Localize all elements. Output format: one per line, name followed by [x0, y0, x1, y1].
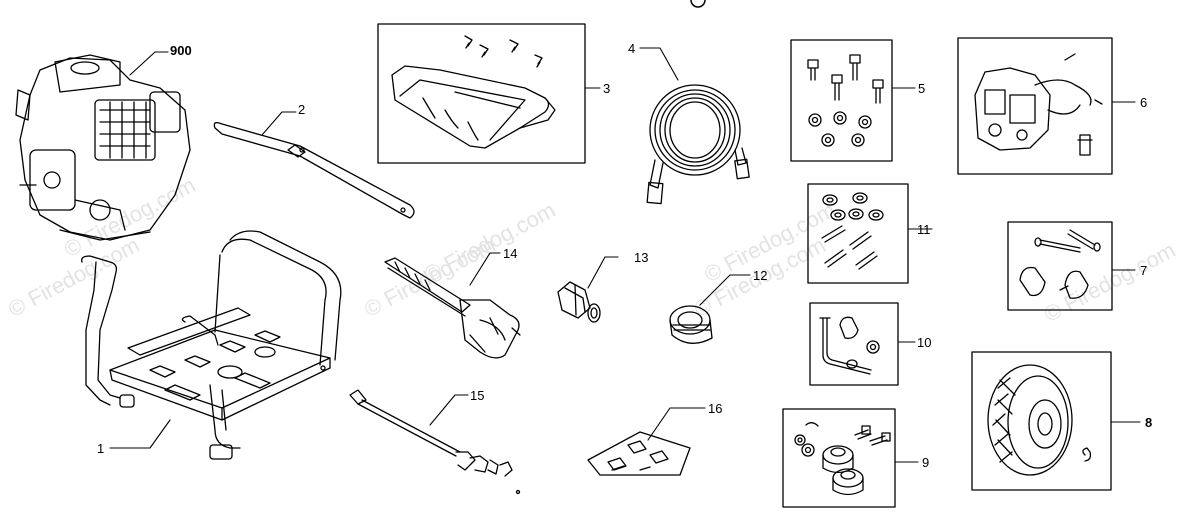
callout-5: 5	[918, 81, 926, 96]
callout-8: 8	[1145, 415, 1153, 430]
frame-drawing	[81, 230, 342, 460]
callout-14: 14	[503, 246, 518, 261]
handle-knob-kit-box	[1007, 221, 1113, 311]
garden-hose-adapter-drawing	[669, 305, 713, 344]
callout-6: 6	[1140, 95, 1148, 110]
nozzle-kit-drawing	[587, 431, 691, 476]
panel-box	[377, 23, 586, 164]
callout-1: 1	[97, 441, 105, 456]
callout-13: 13	[634, 250, 649, 265]
pump-box	[957, 37, 1113, 175]
hose-drawing	[646, 84, 750, 205]
callout-10: 10	[917, 335, 932, 350]
callout-9: 9	[922, 455, 930, 470]
callout-15: 15	[470, 388, 485, 403]
axle-kit-box	[809, 302, 899, 386]
callout-16: 16	[708, 401, 723, 416]
callout-4: 4	[628, 41, 636, 56]
spray-gun-drawing	[384, 257, 521, 359]
callout-11: 11	[917, 222, 931, 237]
wheel-hardware-kit-box	[782, 408, 896, 508]
spray-wand-drawing	[349, 389, 521, 495]
quick-connect-coupler-drawing	[557, 281, 601, 323]
leader-lines	[109, 47, 1141, 463]
wheel-box	[971, 351, 1112, 491]
callout-7: 7	[1140, 263, 1148, 278]
handle-bar-drawing	[213, 122, 415, 219]
copyright-mark	[690, 0, 706, 8]
engine-drawing	[15, 54, 191, 241]
callout-900: 900	[170, 43, 192, 58]
washer-screw-kit-box	[807, 183, 909, 284]
bolt-nut-kit-box	[790, 39, 893, 162]
callout-2: 2	[298, 102, 306, 117]
callout-12: 12	[753, 268, 768, 283]
callout-3: 3	[603, 81, 611, 96]
